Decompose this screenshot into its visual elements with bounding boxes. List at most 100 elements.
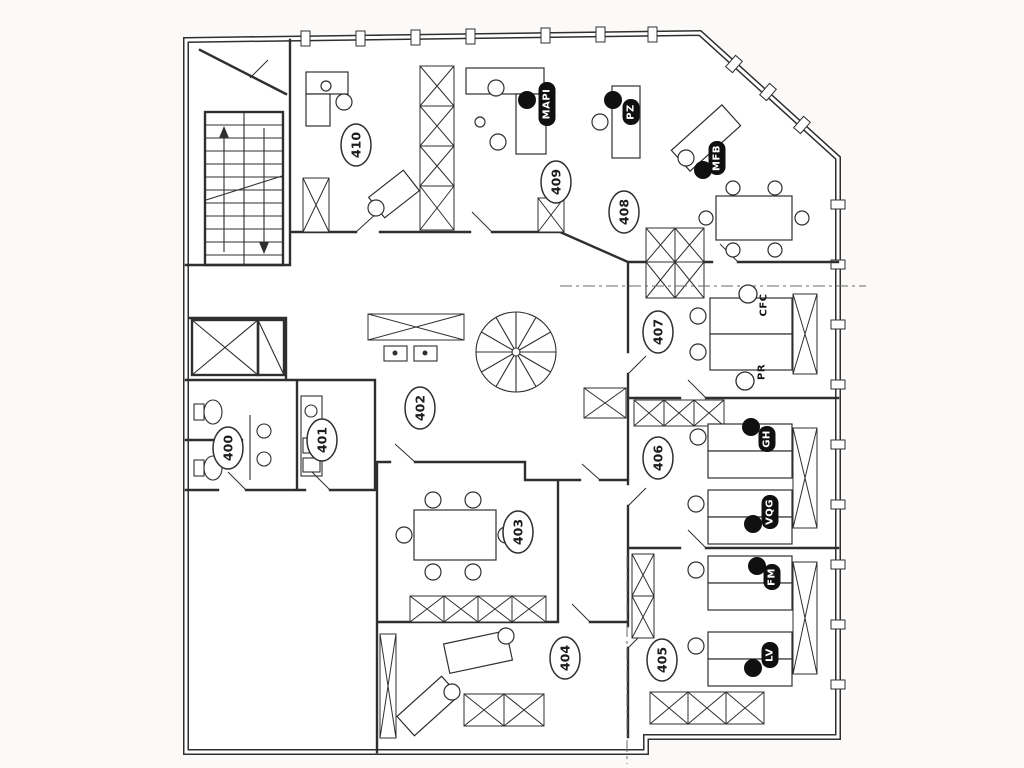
occupant-tag-pz: PZ <box>604 91 640 125</box>
chair <box>424 563 442 581</box>
room-label-407: 407 <box>642 310 674 354</box>
window-marks <box>300 26 846 690</box>
chair <box>687 495 705 513</box>
storage-cabinet <box>583 387 627 419</box>
window-mark <box>355 30 366 47</box>
occupant-initials: LV <box>765 648 776 662</box>
storage-cabinet <box>631 553 655 597</box>
chair <box>335 93 353 111</box>
storage-cabinet <box>409 595 445 623</box>
chair <box>474 116 486 128</box>
storage-cabinet <box>631 595 655 639</box>
appliance <box>302 457 321 473</box>
chair <box>677 149 695 167</box>
room-label-ellipse <box>646 638 678 682</box>
name-tag <box>708 141 726 175</box>
room-label-405: 405 <box>646 638 678 682</box>
printer <box>413 345 438 362</box>
occupant-tag-cfc: CFC <box>738 284 770 317</box>
occupant-initials: CFC <box>759 293 770 316</box>
window-mark <box>830 679 846 690</box>
occupant-initials: FM <box>767 568 778 586</box>
occupant-tags: MAPI PZ MFB CFC PR GH VQG <box>518 82 781 677</box>
occupant-initials: VQG <box>765 499 776 525</box>
storage-cabinet <box>645 227 676 263</box>
room-number: 403 <box>511 519 526 545</box>
window-mark <box>792 115 812 135</box>
window-mark <box>830 499 846 510</box>
person-marker <box>748 557 766 575</box>
storage-cabinet <box>477 595 513 623</box>
occupant-tag-mapi: MAPI <box>518 82 556 126</box>
storage-cabinet <box>649 691 689 725</box>
chair <box>794 210 810 226</box>
storage-cabinet <box>663 399 695 427</box>
meeting-table <box>413 509 497 561</box>
chair <box>725 180 741 196</box>
desk <box>707 582 793 611</box>
room-number: 401 <box>315 427 330 453</box>
desk <box>707 489 793 518</box>
storage-cabinet <box>443 595 479 623</box>
chair <box>443 683 461 701</box>
chair <box>424 491 442 509</box>
sink <box>256 451 272 467</box>
window-mark <box>300 30 311 47</box>
sink <box>256 423 272 439</box>
occupant-tag-gh: GH <box>742 418 776 452</box>
person-marker <box>694 161 712 179</box>
meeting-table <box>715 195 793 241</box>
name-tag <box>758 426 776 452</box>
room-label-ellipse <box>642 436 674 480</box>
name-tag <box>538 82 556 126</box>
storage-cabinet <box>687 691 727 725</box>
spiral-treads <box>476 312 556 392</box>
window-mark <box>595 26 606 43</box>
storage-cabinet <box>633 399 665 427</box>
storage-cabinet <box>503 693 545 727</box>
chair <box>725 242 741 258</box>
storage-cabinet <box>419 185 455 231</box>
room-label-406: 406 <box>642 436 674 480</box>
kitchen-sink <box>304 404 318 418</box>
printer-button <box>422 350 428 356</box>
storage-cabinet <box>674 261 705 299</box>
storage-cabinet <box>379 633 397 739</box>
chair <box>320 80 332 92</box>
name-tag <box>761 642 779 668</box>
door-swing-lines <box>227 59 739 649</box>
stair-break-line <box>205 175 283 201</box>
chair <box>687 561 705 579</box>
window-mark <box>410 29 421 46</box>
chair <box>698 210 714 226</box>
window-mark <box>647 26 658 43</box>
window-mark <box>830 199 846 210</box>
chair <box>367 199 385 217</box>
person-marker <box>742 418 760 436</box>
stair-arrowhead-up <box>219 126 229 138</box>
desk <box>707 450 793 479</box>
printer-button <box>392 350 398 356</box>
storage-cabinet <box>792 293 818 375</box>
room-number: 410 <box>349 132 364 158</box>
room-number: 404 <box>558 645 573 671</box>
chair <box>687 637 705 655</box>
desk <box>709 297 793 335</box>
main-staircase <box>203 110 285 267</box>
elevator-cross <box>191 319 259 376</box>
chair <box>464 491 482 509</box>
room-number: 409 <box>549 169 564 195</box>
occupant-initials: MAPI <box>542 89 553 120</box>
room-label-ellipse <box>549 636 581 680</box>
window-mark <box>724 54 744 74</box>
door-swings <box>227 59 739 649</box>
window-mark <box>758 82 778 102</box>
person-marker <box>744 515 762 533</box>
storage-cabinet <box>463 693 505 727</box>
stair-treads <box>205 124 283 256</box>
person-marker <box>604 91 622 109</box>
room-label-ellipse <box>502 510 534 554</box>
outer-wall-cavity <box>184 31 840 754</box>
room-label-ellipse <box>212 426 244 470</box>
